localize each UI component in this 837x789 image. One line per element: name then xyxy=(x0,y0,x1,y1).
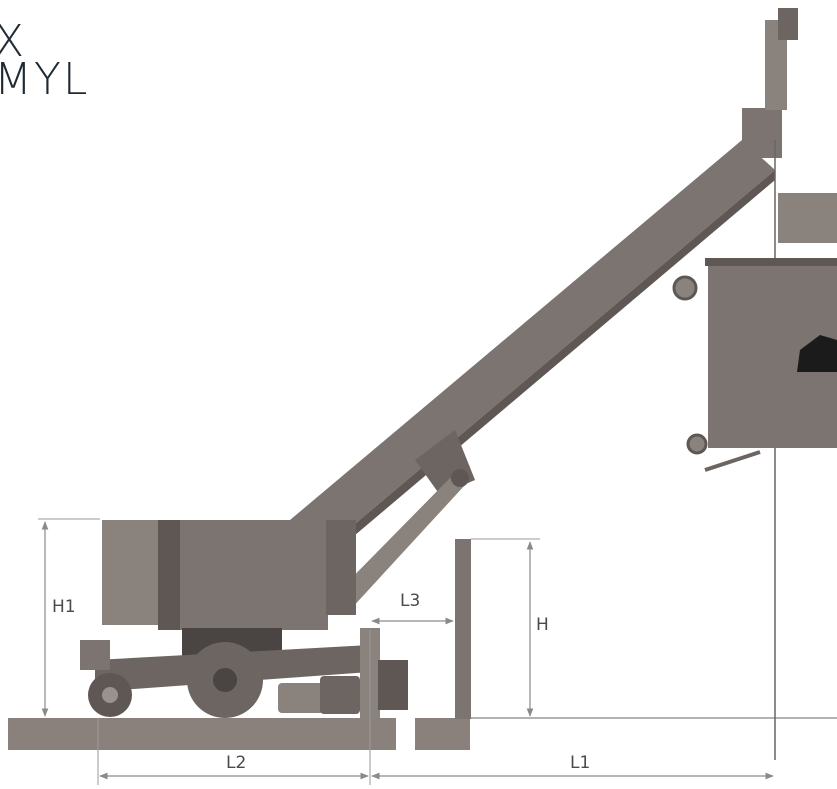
counterweight-main xyxy=(158,520,328,630)
counterweight-divider xyxy=(158,520,180,630)
dimension-h1 xyxy=(38,518,100,717)
label-h: H xyxy=(536,615,549,635)
platform-roller-bottom xyxy=(686,433,708,455)
control-box xyxy=(778,193,837,243)
ground-slab-left xyxy=(8,718,396,750)
ground-slab-right xyxy=(415,718,470,750)
drive-motor xyxy=(278,683,326,713)
label-l2: L2 xyxy=(226,753,246,773)
platform-foot xyxy=(704,450,761,472)
castor-hub xyxy=(102,687,118,703)
brand-logo: X MYL xyxy=(0,16,90,105)
side-plate xyxy=(326,520,356,615)
dimension-l2 xyxy=(97,630,371,785)
logo-line-2: MYL xyxy=(0,54,90,105)
boom-head xyxy=(742,108,782,158)
motor-gearbox xyxy=(320,676,360,714)
winch-mast xyxy=(765,20,787,110)
front-clamp xyxy=(378,660,408,710)
slew-wheel-hub xyxy=(213,668,237,692)
parapet-wall xyxy=(455,539,471,719)
platform-rim xyxy=(705,258,837,266)
brace-pivot xyxy=(451,469,469,487)
winch-top xyxy=(778,8,798,40)
label-l3: L3 xyxy=(400,591,420,611)
hydraulic-cylinder xyxy=(330,478,465,610)
platform-hole xyxy=(797,335,837,372)
label-l1: L1 xyxy=(570,753,590,773)
logo-line-1: X xyxy=(0,16,27,67)
rear-bracket xyxy=(80,640,110,670)
counterweight-left xyxy=(102,520,160,625)
crane-boom xyxy=(290,140,775,545)
dimension-h xyxy=(471,538,540,717)
platform-roller-top xyxy=(672,275,698,301)
label-h1: H1 xyxy=(52,597,76,617)
